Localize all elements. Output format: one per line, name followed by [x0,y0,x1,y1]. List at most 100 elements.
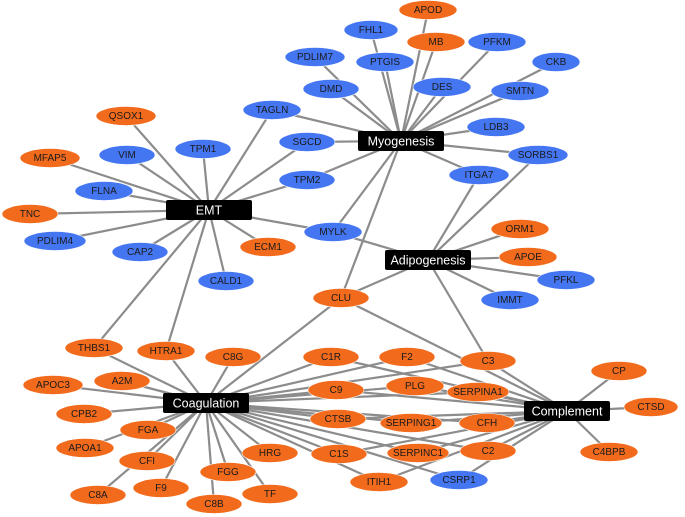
hub-box [524,401,610,421]
gene-node-serping1[interactable]: SERPING1 [379,413,443,433]
gene-node-flna[interactable]: FLNA [74,181,134,201]
gene-node-c1s[interactable]: C1S [310,444,368,464]
gene-node-c8a[interactable]: C8A [69,485,127,505]
gene-node-tnc[interactable]: TNC [1,204,59,224]
gene-label: MFAP5 [34,153,67,164]
gene-node-apod[interactable]: APOD [398,0,458,20]
gene-node-cp[interactable]: CP [590,361,648,381]
gene-node-serpinc1[interactable]: SERPINC1 [386,443,450,463]
gene-node-c1r[interactable]: C1R [302,347,360,367]
hub-node-myogenesis[interactable]: Myogenesis [358,131,444,151]
gene-ellipse [241,484,299,504]
gene-label: LDB3 [483,122,508,133]
gene-node-f9[interactable]: F9 [132,478,190,498]
gene-label: CKB [546,57,567,68]
gene-node-cald1[interactable]: CALD1 [197,271,255,291]
gene-node-c2[interactable]: C2 [459,441,517,461]
gene-label: MB [429,37,444,48]
gene-node-sorbs1[interactable]: SORBS1 [507,145,569,165]
gene-node-thbs1[interactable]: THBS1 [64,338,124,358]
gene-label: QSOX1 [109,111,144,122]
gene-node-c8b[interactable]: C8B [185,494,243,514]
gene-ellipse [119,420,177,440]
gene-label: F9 [155,483,167,494]
gene-ellipse [309,409,367,429]
gene-node-hrg[interactable]: HRG [241,443,299,463]
gene-node-cfi[interactable]: CFI [118,451,176,471]
gene-node-immt[interactable]: IMMT [480,290,540,310]
gene-node-c4bpb[interactable]: C4BPB [579,442,639,462]
gene-ellipse [458,413,516,433]
gene-label: FGG [217,467,239,478]
gene-node-ckb[interactable]: CKB [531,52,581,72]
hub-node-emt[interactable]: EMT [166,200,252,220]
gene-node-itih1[interactable]: ITIH1 [349,472,409,492]
hub-node-coagulation[interactable]: Coagulation [163,393,249,413]
gene-node-fhl1[interactable]: FHL1 [343,20,399,40]
gene-node-mb[interactable]: MB [406,32,466,52]
gene-node-c8g[interactable]: C8G [204,347,262,367]
gene-node-tagln[interactable]: TAGLN [242,100,302,120]
gene-node-cfh[interactable]: CFH [458,413,516,433]
gene-ellipse [302,347,360,367]
gene-node-plg[interactable]: PLG [385,376,445,396]
gene-node-pfkl[interactable]: PFKL [536,270,596,290]
gene-node-ldb3[interactable]: LDB3 [466,117,526,137]
gene-node-clu[interactable]: CLU [312,288,370,308]
gene-node-c3[interactable]: C3 [459,351,517,371]
edge-myogenesis-clu [339,140,403,299]
edge-adipogenesis-itga7 [427,174,480,261]
gene-node-ctsb[interactable]: CTSB [309,409,367,429]
gene-label: C1R [321,352,341,363]
gene-ellipse [310,444,368,464]
gene-node-orm1[interactable]: ORM1 [490,219,550,239]
gene-node-qsox1[interactable]: QSOX1 [95,106,157,126]
gene-node-a2m[interactable]: A2M [93,371,151,391]
hub-node-complement[interactable]: Complement [524,401,610,421]
gene-ellipse [429,470,489,490]
gene-node-csrp1[interactable]: CSRP1 [429,470,489,490]
gene-label: ECM1 [254,242,282,253]
gene-node-ptgis[interactable]: PTGIS [355,52,415,72]
edge-emt-tagln [208,109,273,211]
gene-node-cap2[interactable]: CAP2 [111,242,169,262]
gene-node-smtn[interactable]: SMTN [490,81,550,101]
gene-node-tf[interactable]: TF [241,484,299,504]
gene-node-ctsd[interactable]: CTSD [623,397,679,417]
edge-emt-tpm1 [201,148,211,211]
gene-node-fgg[interactable]: FGG [199,462,257,482]
gene-node-pdlim7[interactable]: PDLIM7 [284,47,346,67]
gene-node-f2[interactable]: F2 [378,347,436,367]
gene-ellipse [467,32,527,52]
gene-node-itga7[interactable]: ITGA7 [448,165,510,185]
gene-node-des[interactable]: DES [412,77,472,97]
gene-node-mfap5[interactable]: MFAP5 [19,148,81,168]
gene-node-apoa1[interactable]: APOA1 [55,438,115,458]
gene-node-cpb2[interactable]: CPB2 [55,404,113,424]
gene-node-fga[interactable]: FGA [119,420,177,440]
gene-label: A2M [112,376,133,387]
gene-node-tpm1[interactable]: TPM1 [174,139,232,159]
gene-node-dmd[interactable]: DMD [302,79,360,99]
gene-ellipse [242,100,302,120]
hub-label: Adipogenesis [390,254,465,268]
gene-node-serpina1[interactable]: SERPINA1 [446,382,510,402]
gene-node-mylk[interactable]: MYLK [303,222,363,242]
gene-node-apoc3[interactable]: APOC3 [22,375,84,395]
hub-node-adipogenesis[interactable]: Adipogenesis [385,250,471,270]
gene-label: CFI [139,456,155,467]
gene-label: SERPINC1 [393,448,443,459]
gene-node-pfkm[interactable]: PFKM [467,32,527,52]
gene-ellipse [1,204,59,224]
gene-node-sgcd[interactable]: SGCD [278,132,336,152]
hub-label: Coagulation [173,397,240,411]
gene-node-tpm2[interactable]: TPM2 [278,170,336,190]
gene-node-ecm1[interactable]: ECM1 [239,237,297,257]
gene-node-htra1[interactable]: HTRA1 [136,341,196,361]
gene-node-vim[interactable]: VIM [98,145,156,165]
gene-ellipse [498,247,558,267]
gene-node-pdlim4[interactable]: PDLIM4 [23,231,87,251]
edge-coagulation-fgg [204,402,230,473]
gene-node-c9[interactable]: C9 [307,380,365,400]
gene-node-apoe[interactable]: APOE [498,247,558,267]
